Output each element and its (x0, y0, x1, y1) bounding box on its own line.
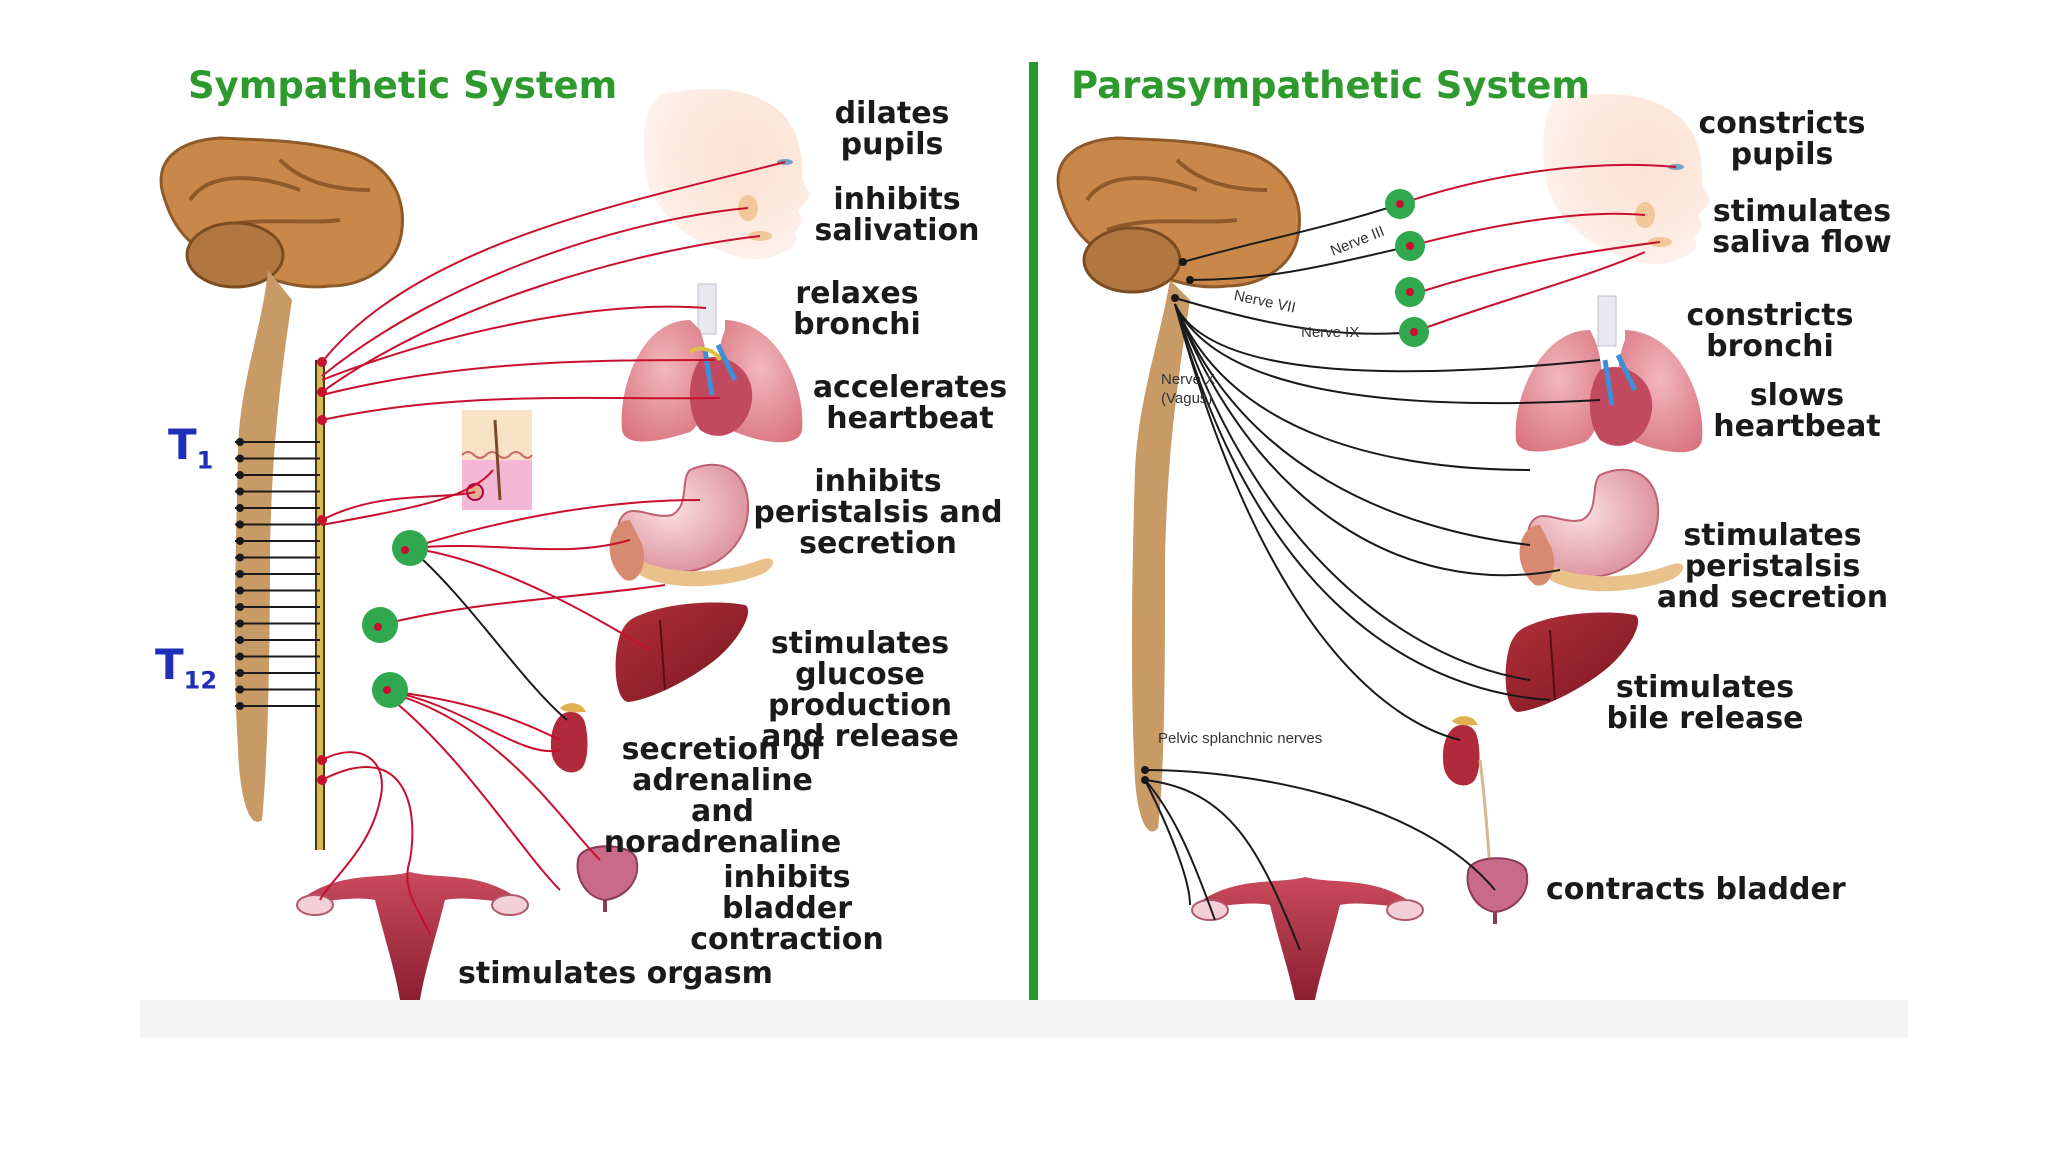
effect-constricts-bronchi: constricts bronchi (1686, 298, 1854, 364)
effect-dilates-pupils: dilates pupils (834, 96, 950, 162)
nerve-root-dot (236, 537, 244, 545)
head-profile-icon (1543, 93, 1710, 265)
nerve-root-dot (236, 553, 244, 562)
nerve-root-dot (236, 570, 244, 578)
brain-icon (1056, 136, 1301, 294)
liver-icon (615, 602, 749, 702)
t12-label: T12 (155, 640, 218, 695)
spinal-cord (234, 270, 292, 822)
effect-inhibits-peristalsis: inhibits peristalsis and secretion (753, 464, 1003, 561)
skin-section-icon (461, 410, 533, 510)
effect-contracts-bladder: contracts bladder (1546, 872, 1846, 907)
nerve-root-dot (236, 619, 244, 628)
parasympathetic-ganglia (1141, 189, 1429, 784)
nerve-root-dot (236, 652, 244, 661)
nerve-root-dot (236, 454, 244, 463)
sympathetic-fibers (319, 161, 786, 936)
nerve-root-dot (236, 520, 244, 529)
brain-icon (159, 136, 404, 289)
caption-band (140, 1000, 1908, 1038)
bladder-icon (576, 845, 639, 912)
effect-slows-heartbeat: slows heartbeat (1713, 378, 1881, 444)
section-divider (1029, 62, 1038, 1000)
effect-inhibits-bladder: inhibits bladder contraction (690, 860, 884, 957)
head-profile-icon (643, 88, 810, 260)
lungs-heart-icon (1515, 295, 1703, 453)
stomach-pancreas-icon (1519, 468, 1684, 592)
bladder-icon (1466, 857, 1529, 924)
nerve-root-dot (236, 603, 244, 611)
spinal-nerve-rungs (235, 438, 320, 710)
effect-accelerates-heartbeat: accelerates heartbeat (812, 370, 1008, 436)
effect-stimulates-orgasm: stimulates orgasm (458, 956, 773, 991)
nerve-root-dot (236, 586, 244, 595)
nerve-ix-label: Nerve IX (1301, 324, 1360, 341)
nerve-root-dot (236, 504, 244, 512)
stomach-pancreas-icon (609, 463, 774, 587)
nerve-root-dot (236, 487, 244, 496)
effect-relaxes-bronchi: relaxes bronchi (793, 276, 921, 342)
spinal-cord (1131, 280, 1190, 832)
effect-secretion-adrenaline: secretion of adrenaline and noradrenalin… (603, 732, 842, 860)
uterus-icon (1191, 877, 1424, 1000)
effect-constricts-pupils: constricts pupils (1698, 106, 1866, 172)
t1-label: T1 (168, 420, 214, 475)
sympathetic-title: Sympathetic System (188, 64, 618, 107)
pelvic-nerves-label: Pelvic splanchnic nerves (1158, 730, 1323, 747)
nerve-root-dot (236, 702, 244, 710)
effect-inhibits-salivation: inhibits salivation (814, 182, 980, 248)
effect-stimulates-bile: stimulates bile release (1606, 670, 1804, 736)
parasympathetic-fibers (1144, 163, 1677, 951)
effect-stimulates-peristalsis: stimulates peristalsis and secretion (1656, 518, 1889, 615)
nerve-x-label: Nerve X (Vagus) (1161, 371, 1216, 407)
kidney-adrenal-icon (550, 703, 588, 773)
nerve-root-dot (236, 471, 244, 479)
kidney-adrenal-icon (1442, 716, 1492, 871)
uterus-icon (296, 872, 529, 1000)
effect-stimulates-glucose: stimulates glucose production and releas… (761, 626, 959, 754)
nerve-root-dot (236, 685, 244, 694)
parasympathetic-title: Parasympathetic System (1071, 64, 1590, 107)
liver-icon (1505, 612, 1639, 712)
effect-stimulates-saliva: stimulates saliva flow (1712, 194, 1892, 260)
sympathetic-ganglia (317, 357, 428, 785)
lungs-heart-icon (621, 283, 803, 443)
nerve-root-dot (236, 438, 244, 446)
nerve-root-dot (236, 669, 244, 677)
nerve-root-dot (236, 636, 244, 644)
